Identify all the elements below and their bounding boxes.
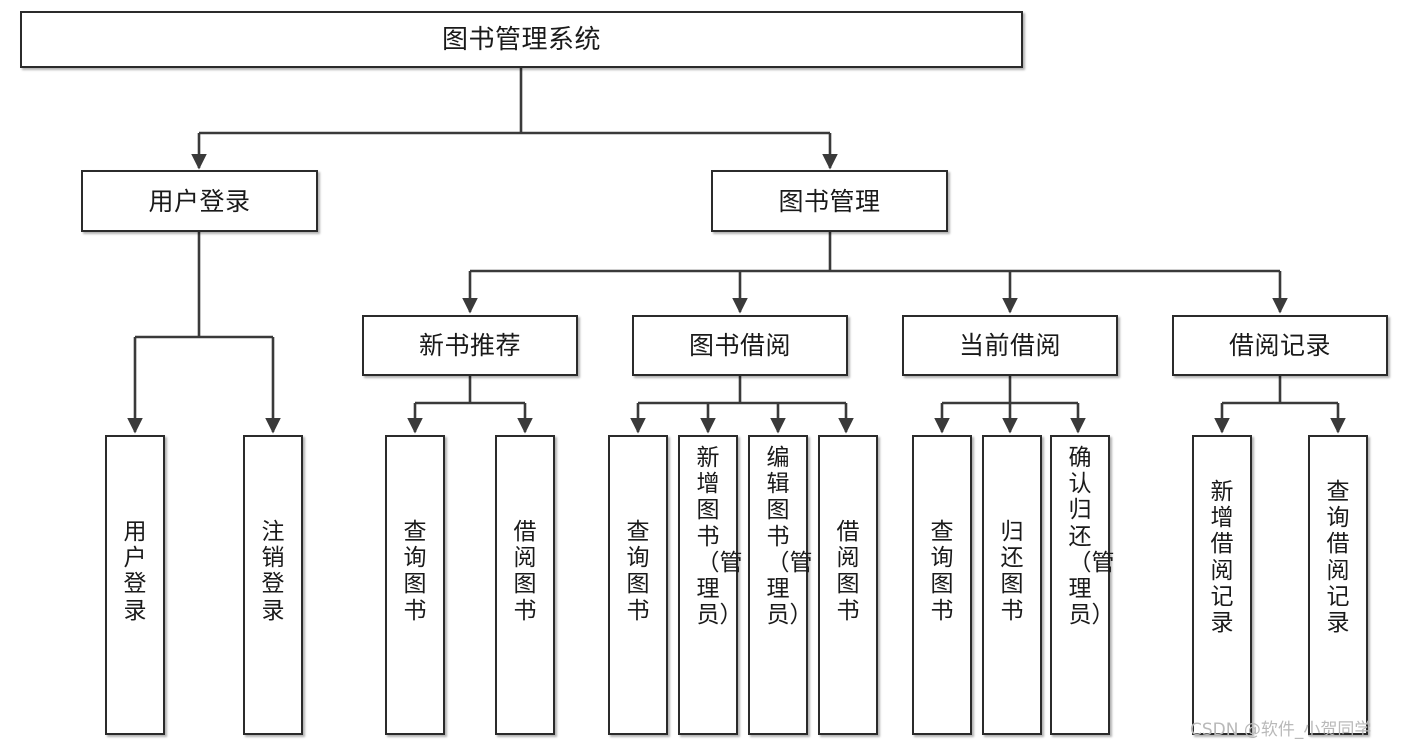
node-label: 确认归还（管理员）	[1068, 445, 1115, 629]
node-user-login[interactable]: 用户登录	[81, 170, 318, 232]
leaf-confirm-return-admin[interactable]: 确认归还（管理员）	[1050, 435, 1115, 735]
node-label: 用户登录	[123, 519, 147, 624]
node-book-management[interactable]: 图书管理	[711, 170, 948, 232]
leaf-borrow-book[interactable]: 借阅图书	[818, 435, 878, 735]
node-label: 当前借阅	[958, 331, 1061, 360]
node-label: 查询图书	[626, 519, 650, 624]
node-borrowing-record[interactable]: 借阅记录	[1172, 315, 1388, 376]
watermark: CSDN @软件_小贺同学	[1190, 720, 1372, 740]
node-label: 用户登录	[148, 186, 251, 216]
node-label: 查询借阅记录	[1326, 479, 1350, 637]
leaf-query-book-newbook[interactable]: 查询图书	[385, 435, 445, 735]
node-label: 注销登录	[261, 519, 285, 624]
leaf-add-borrow-record[interactable]: 新增借阅记录	[1192, 435, 1252, 735]
leaf-user-login[interactable]: 用户登录	[105, 435, 165, 735]
node-label: 图书管理	[778, 186, 881, 216]
leaf-return-book[interactable]: 归还图书	[982, 435, 1042, 735]
node-label: 归还图书	[1000, 519, 1024, 624]
node-root-book-management-system[interactable]: 图书管理系统	[20, 11, 1023, 68]
node-label: 编辑图书（管理员）	[766, 445, 813, 629]
leaf-query-book-current[interactable]: 查询图书	[912, 435, 972, 735]
node-current-borrowing[interactable]: 当前借阅	[902, 315, 1118, 376]
node-label: 借阅图书	[513, 519, 537, 624]
node-label: 新增借阅记录	[1210, 479, 1234, 637]
leaf-borrow-book-newbook[interactable]: 借阅图书	[495, 435, 555, 735]
leaf-query-book-borrow[interactable]: 查询图书	[608, 435, 668, 735]
leaf-add-book-admin[interactable]: 新增图书（管理员）	[678, 435, 743, 735]
node-label: 借阅图书	[836, 519, 860, 624]
node-label: 图书管理系统	[441, 24, 601, 55]
node-label: 查询图书	[403, 519, 427, 624]
node-book-borrowing[interactable]: 图书借阅	[632, 315, 848, 376]
node-label: 新书推荐	[418, 331, 521, 360]
leaf-query-borrow-record[interactable]: 查询借阅记录	[1308, 435, 1368, 735]
node-label: 借阅记录	[1228, 331, 1331, 360]
node-label: 新增图书（管理员）	[696, 445, 743, 629]
leaf-logout-login[interactable]: 注销登录	[243, 435, 303, 735]
node-label: 查询图书	[930, 519, 954, 624]
node-label: 图书借阅	[688, 331, 791, 360]
node-new-book-recommendation[interactable]: 新书推荐	[362, 315, 578, 376]
leaf-edit-book-admin[interactable]: 编辑图书（管理员）	[748, 435, 813, 735]
